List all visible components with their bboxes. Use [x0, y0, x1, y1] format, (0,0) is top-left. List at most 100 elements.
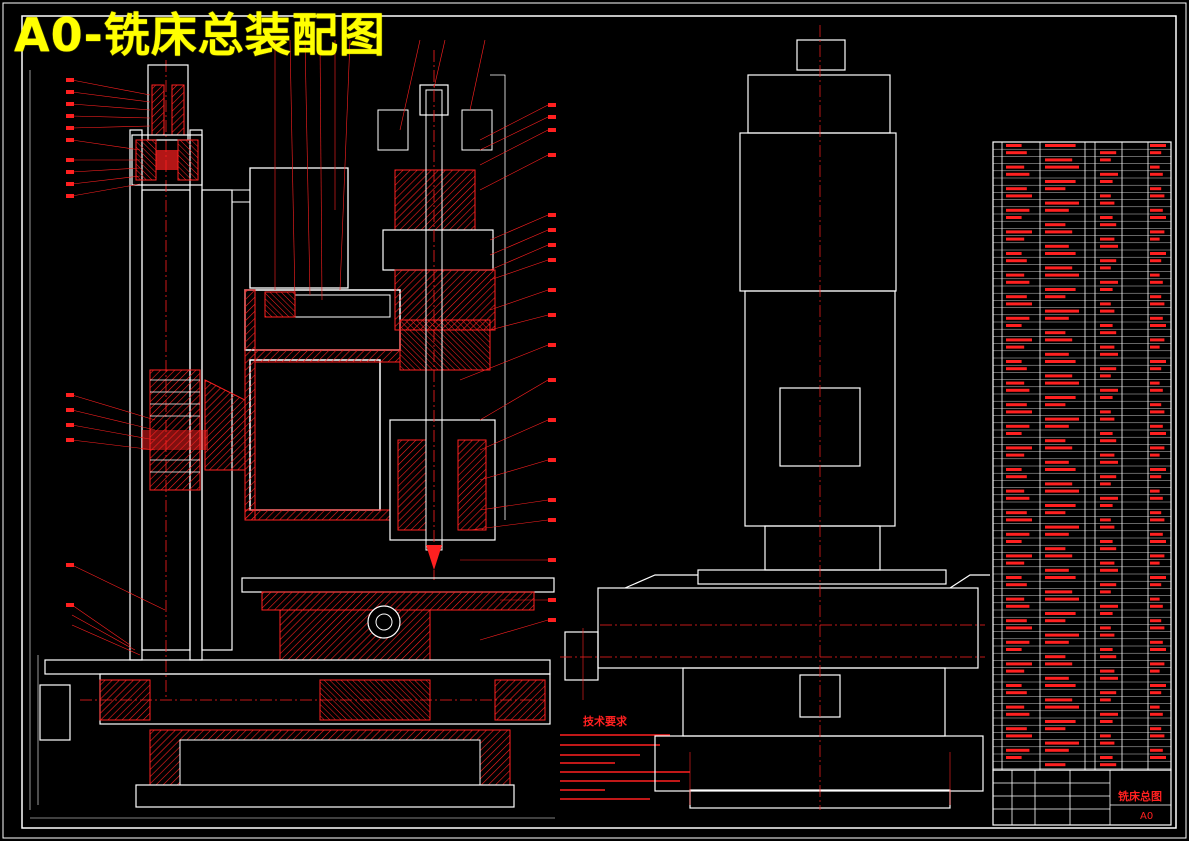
- parts-list-entry-mark: [1150, 230, 1165, 234]
- parts-list-entry-mark: [1045, 532, 1069, 536]
- parts-list-entry-mark: [1150, 259, 1162, 263]
- parts-list-entry-mark: [1100, 525, 1115, 529]
- parts-list-entry-mark: [1045, 590, 1073, 594]
- parts-list-entry-mark: [1045, 504, 1076, 507]
- side-elevation-view: [564, 39, 990, 809]
- parts-list-entry-mark: [1045, 424, 1069, 428]
- parts-list-entry-mark: [1100, 540, 1113, 543]
- parts-list-entry-mark: [1150, 496, 1163, 500]
- parts-list-entry-mark: [1150, 748, 1163, 752]
- parts-list-entry-mark: [1045, 295, 1066, 299]
- parts-list-entry-mark: [1006, 626, 1032, 630]
- parts-list-entry-mark: [1100, 475, 1117, 479]
- parts-list-entry-mark: [1150, 410, 1165, 414]
- parts-list-entry-mark: [1150, 295, 1162, 299]
- parts-list-entry-mark: [1150, 597, 1160, 601]
- parts-list-entry-mark: [1006, 208, 1030, 212]
- parts-list-entry-mark: [1006, 640, 1030, 644]
- tech-requirements-lines: [560, 734, 690, 800]
- parts-list-entry-mark: [1100, 453, 1115, 457]
- parts-list-entry-mark: [1006, 756, 1022, 759]
- parts-list-entry-mark: [1150, 172, 1163, 176]
- parts-list-entry-mark: [1045, 331, 1066, 335]
- parts-list-entry-mark: [1150, 734, 1165, 738]
- parts-list-entry-mark: [1150, 316, 1163, 320]
- parts-list-entry-mark: [1006, 619, 1027, 623]
- parts-list-entry-mark: [1006, 360, 1022, 363]
- parts-list-entry-mark: [1045, 576, 1076, 579]
- tech-requirements-heading: 技术要求: [583, 715, 627, 728]
- slide-bracket: [204, 379, 246, 471]
- parts-list-entry-mark: [1100, 496, 1118, 500]
- parts-list-entry-mark: [1150, 640, 1163, 644]
- parts-list-entry-mark: [1006, 410, 1032, 414]
- parts-list-entry-mark: [1150, 208, 1163, 212]
- parts-list-entry-mark: [1150, 345, 1160, 349]
- parts-list-entry-mark: [1150, 165, 1160, 169]
- parts-list-entry-mark: [1100, 417, 1115, 421]
- parts-list-entry-mark: [1006, 518, 1032, 522]
- parts-list-entry-mark: [1150, 532, 1163, 536]
- parts-list-entry-mark: [1150, 475, 1162, 479]
- parts-list-entry-mark: [1100, 410, 1111, 414]
- parts-list-entry-mark: [1006, 273, 1025, 277]
- leader-lines-left: [71, 79, 166, 656]
- motor: [249, 167, 349, 289]
- parts-list-entry-mark: [1150, 604, 1163, 608]
- parts-list-entry-mark: [1045, 511, 1066, 515]
- parts-list-entry-mark: [1100, 396, 1113, 399]
- parts-list-entry-mark: [1100, 518, 1111, 522]
- parts-list-entry-mark: [1006, 446, 1032, 450]
- parts-list-entry-mark: [1100, 158, 1111, 162]
- parts-list-entry-mark: [1100, 763, 1117, 767]
- parts-list-entry-mark: [1045, 568, 1069, 572]
- parts-list-entry-mark: [1045, 266, 1073, 270]
- parts-list-entry-mark: [1045, 360, 1076, 363]
- parts-list-entry-mark: [1100, 180, 1113, 183]
- parts-list-entry-mark: [1150, 561, 1160, 565]
- parts-list-entry-mark: [1100, 280, 1118, 284]
- parts-list-entry-mark: [1006, 684, 1022, 687]
- parts-list-entry-mark: [1045, 763, 1066, 767]
- parts-list-entry-mark: [1006, 727, 1027, 731]
- title-block-sheet-size: A0: [1140, 811, 1154, 822]
- parts-list-entry-mark: [1045, 741, 1079, 745]
- parts-list-entry-mark: [1006, 388, 1030, 392]
- parts-list-entry-mark: [1045, 468, 1076, 471]
- parts-list-entry-mark: [1150, 684, 1166, 687]
- parts-list-entry-mark: [1150, 194, 1165, 198]
- parts-list-entry-mark: [1150, 446, 1165, 450]
- parts-list-entry-mark: [1100, 288, 1113, 291]
- parts-list-entry-mark: [1045, 720, 1076, 723]
- parts-list-entry-mark: [1100, 302, 1111, 306]
- parts-list-entry-mark: [1150, 626, 1165, 630]
- parts-list-entry-mark: [1045, 417, 1079, 421]
- parts-list-entry-mark: [1150, 424, 1163, 428]
- parts-list-entry-mark: [1006, 604, 1030, 608]
- parts-list-entry-mark: [1045, 655, 1066, 659]
- parts-list-entry-mark: [1006, 144, 1022, 147]
- parts-list-entry-mark: [1100, 432, 1113, 435]
- parts-list-entry-mark: [1006, 151, 1027, 155]
- parts-list-entry-mark: [1045, 403, 1066, 407]
- parts-list-entry-mark: [1045, 489, 1079, 493]
- parts-list-entry-mark: [1006, 237, 1025, 241]
- parts-list-entry-mark: [1045, 612, 1076, 615]
- parts-list-entry-mark: [1045, 223, 1066, 227]
- parts-list-entry-mark: [1150, 648, 1166, 651]
- parts-list-entry-mark: [1150, 151, 1162, 155]
- parts-list-entry-mark: [1100, 223, 1117, 227]
- parts-list-entry-mark: [1045, 662, 1073, 666]
- parts-list-entry-mark: [1045, 748, 1069, 752]
- parts-list-entry-mark: [1045, 338, 1073, 342]
- parts-list-entry-mark: [1150, 576, 1166, 579]
- parts-list-entry-mark: [1006, 230, 1032, 234]
- parts-list-entry-mark: [1006, 403, 1027, 407]
- parts-list-entry-mark: [1100, 741, 1115, 745]
- parts-list-entry-mark: [1150, 540, 1166, 543]
- parts-list-entry-mark: [1045, 705, 1079, 709]
- parts-list-entry-mark: [1100, 345, 1115, 349]
- top-bearing-housing: [131, 64, 203, 186]
- parts-list-entry-mark: [1045, 165, 1079, 169]
